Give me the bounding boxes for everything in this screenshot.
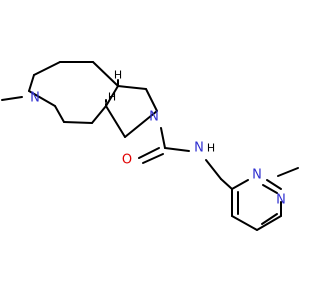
molecule-canvas: N N O N H N N H H	[1, 61, 299, 231]
atom-n-pyrimidine-3: N	[276, 193, 286, 208]
atom-n-pyrimidine-1: N	[252, 168, 262, 183]
n-methyl-bond	[1, 96, 23, 101]
amide-group	[138, 127, 233, 190]
stereo-bonds	[105, 79, 119, 107]
molecule-structure: N N O N H N N H H	[1, 61, 299, 231]
atom-n-piperidine: N	[30, 91, 40, 106]
atom-n-amide: N	[194, 141, 204, 156]
pyrrolidine-ring	[59, 61, 158, 138]
atom-n-pyrrolidine: N	[149, 110, 159, 125]
atom-h-stereo-bottom: H	[108, 91, 116, 104]
atom-h-stereo-top: H	[114, 69, 122, 82]
piperidine-ring	[28, 61, 107, 124]
atom-o-carbonyl: O	[122, 153, 132, 168]
atom-h-amide: H	[207, 142, 215, 155]
pyrimidine-ring	[231, 167, 299, 231]
